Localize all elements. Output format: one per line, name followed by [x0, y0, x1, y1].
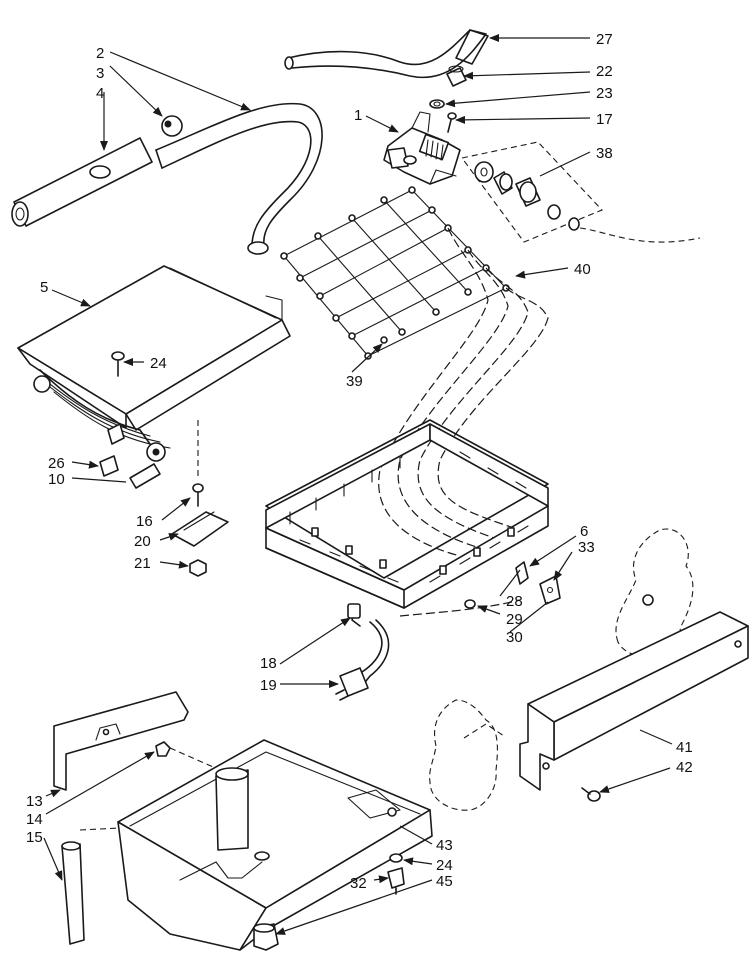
callout-40: 40 [574, 261, 591, 278]
bracket-10 [129, 429, 166, 489]
drain-pan-43 [117, 739, 433, 951]
bracket-13 [53, 691, 189, 791]
callout-17: 17 [596, 111, 613, 128]
callout-26: 26 [48, 455, 65, 472]
heater-grid-40 [280, 186, 549, 557]
callout-15: 15 [26, 829, 43, 846]
cover-41 [519, 611, 749, 791]
callout-18: 18 [260, 655, 277, 672]
tray-5 [17, 265, 291, 449]
callout-27: 27 [596, 31, 613, 48]
foot-45 [253, 923, 279, 951]
cabinet-outline-bottom [429, 699, 505, 811]
bolt-16 [192, 420, 204, 507]
callout-labels: 2 3 4 5 1 27 22 23 17 38 40 39 24 26 10 … [26, 31, 693, 892]
callout-22: 22 [596, 63, 613, 80]
power-cord-19 [335, 599, 521, 701]
hose-2 [155, 102, 323, 255]
callout-20: 20 [134, 533, 151, 550]
callout-42: 42 [676, 759, 693, 776]
water-valve-1 [383, 111, 461, 185]
screw-29 [464, 599, 476, 609]
nut-14 [155, 741, 221, 771]
nut-21 [189, 559, 207, 577]
callout-28: 28 [506, 593, 523, 610]
screw-24-upper [111, 351, 125, 377]
clip-26 [99, 455, 119, 477]
frame-28 [265, 419, 549, 609]
washer-24-lower [389, 853, 403, 863]
callout-45: 45 [436, 873, 453, 890]
cap-3 [161, 115, 183, 137]
drain-tube-15 [61, 827, 121, 945]
callout-43: 43 [436, 837, 453, 854]
callout-1: 1 [354, 107, 362, 124]
bracket-33 [539, 575, 561, 605]
callout-13: 13 [26, 793, 43, 810]
fitting-22 [446, 65, 467, 87]
screw-42 [581, 787, 601, 802]
callout-33: 33 [578, 539, 595, 556]
callout-30: 30 [506, 629, 523, 646]
callout-38: 38 [596, 145, 613, 162]
callout-32: 32 [350, 875, 367, 892]
callout-3: 3 [96, 65, 104, 82]
callout-2: 2 [96, 45, 104, 62]
tube-4 [11, 137, 153, 227]
callout-39: 39 [346, 373, 363, 390]
callout-23: 23 [596, 85, 613, 102]
callout-41: 41 [676, 739, 693, 756]
bracket-20 [171, 511, 229, 547]
leader-lines [43, 34, 673, 935]
callout-21: 21 [134, 555, 151, 572]
callout-6: 6 [580, 523, 588, 540]
callout-24-upper: 24 [150, 355, 167, 372]
callout-14: 14 [26, 811, 43, 828]
callout-4: 4 [96, 85, 104, 102]
washer-23 [429, 99, 445, 109]
screw-32 [387, 867, 405, 895]
fitting-assembly-38 [461, 141, 701, 243]
hose-27 [284, 29, 489, 79]
clip-6 [515, 561, 529, 585]
callout-5: 5 [40, 279, 48, 296]
callout-24-lower: 24 [436, 857, 453, 874]
callout-19: 19 [260, 677, 277, 694]
callout-10: 10 [48, 471, 65, 488]
screw-17 [447, 112, 457, 133]
callout-29: 29 [506, 611, 523, 628]
callout-16: 16 [136, 513, 153, 530]
